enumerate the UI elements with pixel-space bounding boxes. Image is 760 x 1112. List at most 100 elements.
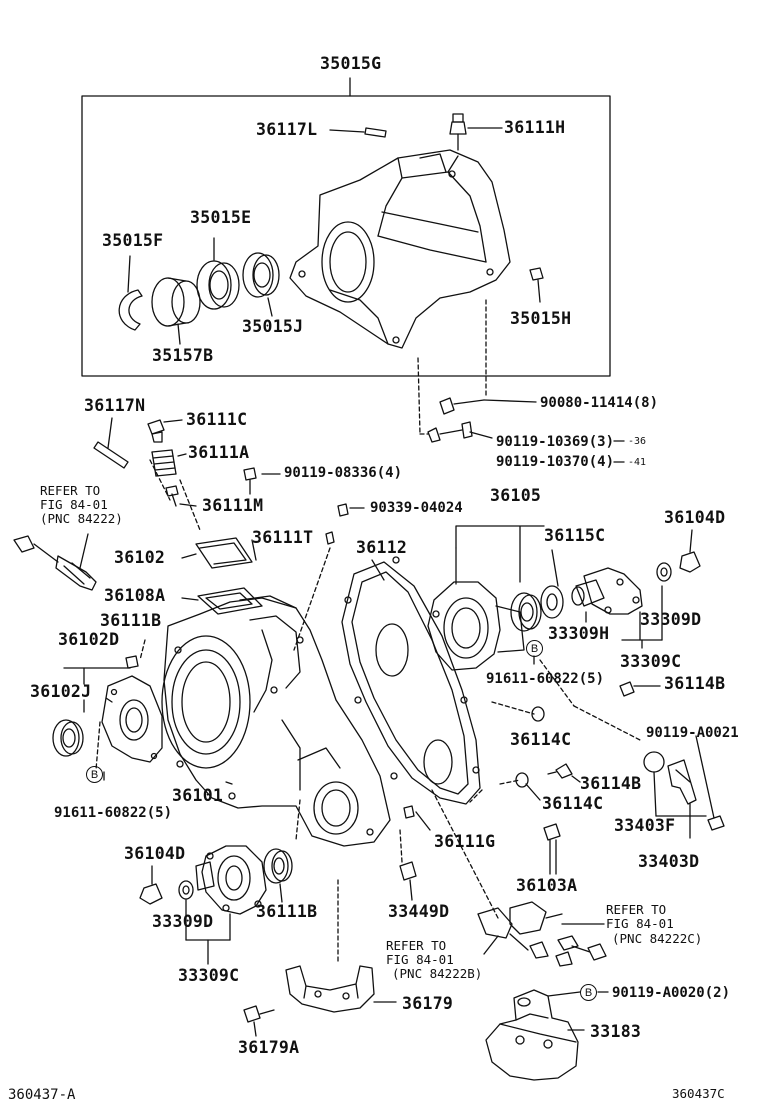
- bolt-36114B-mid: [547, 763, 581, 783]
- bolt-36179A: [243, 1005, 275, 1037]
- label-33309D-bot: 33309D: [152, 912, 214, 931]
- bracket-36179: [285, 965, 397, 1013]
- footer-left-code: 360437-A: [8, 1087, 76, 1103]
- label-36111C: 36111C: [186, 410, 248, 429]
- label-36115C: 36115C: [544, 526, 606, 545]
- extension-housing-drawing: [289, 149, 511, 349]
- label-36114B-top: 36114B: [664, 674, 726, 693]
- sleeve-35157B: [151, 277, 201, 345]
- label-36101: 36101: [172, 786, 224, 805]
- label-36108A: 36108A: [104, 586, 166, 605]
- sensor-84222B: [477, 907, 573, 967]
- footer-right-code: 360437C: [672, 1086, 725, 1101]
- label-33309D-top: 33309D: [640, 610, 702, 629]
- pin-36117L: [329, 127, 387, 138]
- label-36114B-mid: 36114B: [580, 774, 642, 793]
- label-35015G: 35015G: [320, 54, 382, 73]
- label-33309C-top: 33309C: [620, 652, 682, 671]
- assembly-box-35015G: [81, 77, 611, 377]
- washers-36114C: [515, 706, 545, 801]
- label-36111A: 36111A: [188, 443, 250, 462]
- breather-36111H: [449, 113, 503, 151]
- label-33309C-bot: 33309C: [178, 966, 240, 985]
- label-36117N: 36117N: [84, 396, 146, 415]
- label-36179A: 36179A: [238, 1038, 300, 1057]
- label-33183: 33183: [590, 1022, 642, 1041]
- seal-35015J: [242, 252, 280, 317]
- label-36111H: 36111H: [504, 118, 566, 137]
- label-90119-08336: 90119-08336(4): [284, 465, 403, 481]
- seal-36111B-bottom: [263, 848, 293, 903]
- label-36114C-mid: 36114C: [542, 794, 604, 813]
- pin-36117N: [93, 417, 129, 469]
- front-cover-36102J: [63, 655, 163, 763]
- ref3-line1: REFER TO: [386, 938, 447, 953]
- label-33403F: 33403F: [614, 816, 676, 835]
- label-range-36: -36: [628, 436, 647, 447]
- label-36179: 36179: [402, 994, 454, 1013]
- label-36112: 36112: [356, 538, 408, 557]
- ref1-line3: (PNC 84222): [40, 511, 123, 526]
- label-35015H: 35015H: [510, 309, 572, 328]
- ref3-line2: FIG 84-01: [386, 952, 454, 967]
- chain-case-36112: [341, 556, 481, 805]
- pin-36111T: [325, 531, 335, 545]
- label-35015E: 35015E: [190, 208, 252, 227]
- label-36111G: 36111G: [434, 832, 496, 851]
- label-90119-10370: 90119-10370(4): [496, 454, 615, 470]
- label-33449D: 33449D: [388, 902, 450, 921]
- label-36103A: 36103A: [516, 876, 578, 895]
- label-36111M: 36111M: [202, 496, 264, 515]
- transfer-case-36101: [161, 595, 391, 847]
- plug-90339-04024: [337, 503, 365, 517]
- label-36114C-top: 36114C: [510, 730, 572, 749]
- gasket-36108A: [181, 587, 263, 615]
- cover-36102: [181, 537, 257, 569]
- guide-lines: [95, 299, 641, 963]
- label-36102D: 36102D: [58, 630, 120, 649]
- sensor-left: [13, 533, 97, 591]
- label-91611-60822-bot: 91611-60822(5): [54, 805, 173, 821]
- ref1-line2: FIG 84-01: [40, 497, 108, 512]
- bracket-33309-bottom: [185, 899, 231, 965]
- label-91611-60822-top: 91611-60822(5): [486, 671, 605, 687]
- marker-b-top: B: [526, 640, 543, 657]
- mount-33183: [485, 989, 609, 1081]
- label-35015F: 35015F: [102, 231, 164, 250]
- ref2-line2: FIG 84-01: [606, 916, 674, 931]
- snap-ring-35015F: [118, 255, 143, 331]
- ref2-line3: (PNC 84222C): [612, 931, 703, 946]
- label-90339-04024: 90339-04024: [370, 500, 463, 516]
- flange-rear: [571, 529, 701, 649]
- label-range-41: -41: [628, 457, 647, 468]
- plug-35015H: [529, 267, 544, 303]
- bearing-35015E: [196, 237, 240, 310]
- seal-36102D: [52, 719, 84, 757]
- plug-36111C: [147, 419, 183, 443]
- label-36111B-bot: 36111B: [256, 902, 318, 921]
- marker-leaders: [103, 655, 535, 781]
- label-36102J: 36102J: [30, 682, 92, 701]
- spring-36111A: [151, 449, 187, 477]
- ref2-line1: REFER TO: [606, 902, 667, 917]
- marker-b-left: B: [86, 766, 103, 783]
- label-35015J: 35015J: [242, 317, 304, 336]
- label-36111T: 36111T: [252, 528, 314, 547]
- label-36111B-top: 36111B: [100, 611, 162, 630]
- bolt-36103A: [543, 823, 561, 875]
- speedo-33403: [643, 735, 725, 839]
- label-90119-A0021: 90119-A0021: [646, 725, 739, 741]
- marker-b-bottom: B: [580, 984, 597, 1001]
- label-90119-A0020: 90119-A0020(2): [612, 985, 731, 1001]
- label-90080-11414: 90080-11414(8): [540, 395, 659, 411]
- ref1-line1: REFER TO: [40, 483, 101, 498]
- bolts-90080-90119: [427, 397, 625, 463]
- plug-33449D: [399, 861, 417, 901]
- pin-36111G: [403, 805, 431, 831]
- label-35157B: 35157B: [152, 346, 214, 365]
- pin-36111M: [165, 485, 197, 507]
- label-36102: 36102: [114, 548, 166, 567]
- seal-36115C: [510, 549, 564, 632]
